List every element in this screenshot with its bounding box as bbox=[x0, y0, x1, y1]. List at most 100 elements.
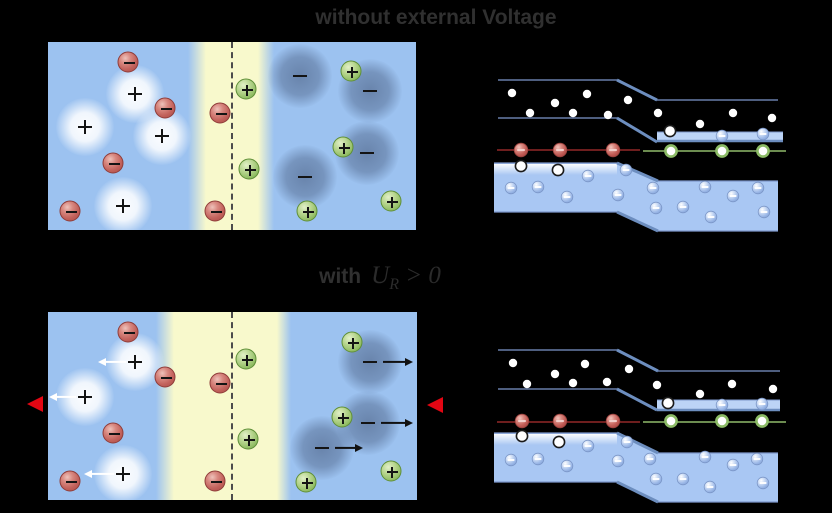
hole-plus-sign bbox=[128, 87, 142, 101]
minus-sign bbox=[65, 207, 77, 218]
electron-drift-arrowhead bbox=[405, 358, 413, 366]
valence-electron-minus bbox=[646, 458, 654, 460]
minus-sign-bar bbox=[65, 210, 77, 214]
donor-ion bbox=[235, 348, 257, 370]
title-math-expression: UR > 0 bbox=[371, 262, 441, 293]
plus-sign bbox=[301, 477, 313, 489]
band-bending-slope bbox=[616, 348, 659, 373]
conduction-carrier-dot bbox=[522, 379, 532, 389]
minus-sign-bar bbox=[108, 162, 120, 166]
conduction-carrier-dot bbox=[624, 364, 634, 374]
donor-ion bbox=[296, 200, 318, 222]
donor-level-ion bbox=[715, 414, 729, 428]
donor-level-ion bbox=[715, 144, 729, 158]
valence-electron bbox=[560, 459, 574, 473]
valence-electron-minus bbox=[614, 194, 622, 196]
valence-electron-minus bbox=[649, 187, 657, 189]
electron-drift-arrow bbox=[335, 446, 357, 450]
acceptor-ion bbox=[154, 366, 176, 388]
acceptor-level-ion-minus bbox=[609, 148, 617, 152]
conduction-carrier-dot bbox=[652, 380, 662, 390]
minus-sign bbox=[160, 104, 172, 115]
acceptor-level-ion-minus bbox=[556, 419, 564, 423]
valence-electron bbox=[581, 169, 595, 183]
minus-sign bbox=[123, 58, 135, 69]
plus-sign bbox=[338, 142, 350, 154]
valence-electron bbox=[726, 458, 740, 472]
acceptor-ion bbox=[209, 102, 231, 124]
valence-hole bbox=[552, 435, 566, 449]
valence-electron bbox=[698, 450, 712, 464]
minus-sign-bar bbox=[123, 331, 135, 335]
conduction-carrier-dot bbox=[568, 108, 578, 118]
strip-electron bbox=[756, 127, 770, 141]
donor-ion bbox=[380, 460, 402, 482]
donor-level-ion bbox=[756, 144, 770, 158]
title-no-voltage: without external Voltage bbox=[315, 6, 557, 29]
minus-sign-bar bbox=[210, 480, 222, 484]
hole-plus-sign-bar bbox=[160, 129, 164, 143]
donor-ion bbox=[235, 78, 257, 100]
valence-electron-minus bbox=[652, 478, 660, 480]
valence-electron bbox=[643, 452, 657, 466]
conduction-carrier-dot bbox=[525, 108, 535, 118]
junction-panel-no-voltage bbox=[48, 42, 416, 230]
valence-electron bbox=[676, 472, 690, 486]
electron-minus-sign-bar bbox=[363, 360, 377, 364]
minus-sign-bar bbox=[215, 112, 227, 116]
conduction-carrier-dot bbox=[695, 389, 705, 399]
minus-sign-bar bbox=[65, 480, 77, 484]
acceptor-level-ion bbox=[552, 142, 568, 158]
electron-minus-sign bbox=[298, 170, 312, 184]
electron-drift-arrowhead bbox=[355, 444, 363, 452]
acceptor-level-ion-minus bbox=[609, 419, 617, 423]
conduction-carrier-dot bbox=[602, 377, 612, 387]
acceptor-ion bbox=[102, 422, 124, 444]
acceptor-ion bbox=[59, 470, 81, 492]
acceptor-ion bbox=[59, 200, 81, 222]
acceptor-level-ion bbox=[605, 142, 621, 158]
valence-electron-minus bbox=[507, 459, 515, 461]
donor-ion bbox=[341, 331, 363, 353]
electron-minus-sign bbox=[363, 84, 377, 98]
plus-sign bbox=[241, 354, 253, 366]
donor-ion bbox=[332, 136, 354, 158]
minus-sign bbox=[160, 373, 172, 384]
electron-minus-sign-bar bbox=[293, 74, 307, 78]
conduction-carrier-dot bbox=[507, 88, 517, 98]
plus-sign-bar bbox=[306, 206, 310, 218]
plus-sign bbox=[347, 337, 359, 349]
plus-sign-bar bbox=[342, 142, 346, 154]
acceptor-level-ion-minus bbox=[518, 419, 526, 423]
valence-electron bbox=[750, 452, 764, 466]
conduction-carrier-dot bbox=[582, 89, 592, 99]
strip-electron-minus bbox=[718, 404, 726, 406]
valence-electron-minus bbox=[507, 187, 515, 189]
plus-sign bbox=[241, 84, 253, 96]
valence-electron-minus bbox=[622, 169, 630, 171]
conduction-carrier-dot bbox=[727, 379, 737, 389]
minus-sign-bar bbox=[160, 107, 172, 111]
band-bending-slope bbox=[616, 210, 659, 233]
valence-electron-minus bbox=[706, 486, 714, 488]
hole-plus-sign bbox=[155, 129, 169, 143]
valence-electron bbox=[504, 453, 518, 467]
valence-electron bbox=[531, 452, 545, 466]
minus-sign-bar bbox=[210, 210, 222, 214]
valence-electron bbox=[611, 454, 625, 468]
hole-drift-arrow bbox=[104, 360, 126, 364]
strip-electron bbox=[715, 129, 729, 143]
conduction-carrier-dot bbox=[550, 369, 560, 379]
minus-sign-bar bbox=[108, 432, 120, 436]
valence-electron-minus bbox=[534, 186, 542, 188]
plus-sign-bar bbox=[305, 477, 309, 489]
current-arrow-left bbox=[27, 396, 43, 412]
minus-sign bbox=[210, 207, 222, 218]
valence-electron bbox=[757, 205, 771, 219]
electron-minus-sign bbox=[315, 441, 329, 455]
electron-minus-sign bbox=[360, 146, 374, 160]
strip-hole bbox=[663, 124, 677, 138]
valence-electron bbox=[756, 476, 770, 490]
acceptor-ion bbox=[117, 321, 139, 343]
hole-plus-sign bbox=[128, 355, 142, 369]
